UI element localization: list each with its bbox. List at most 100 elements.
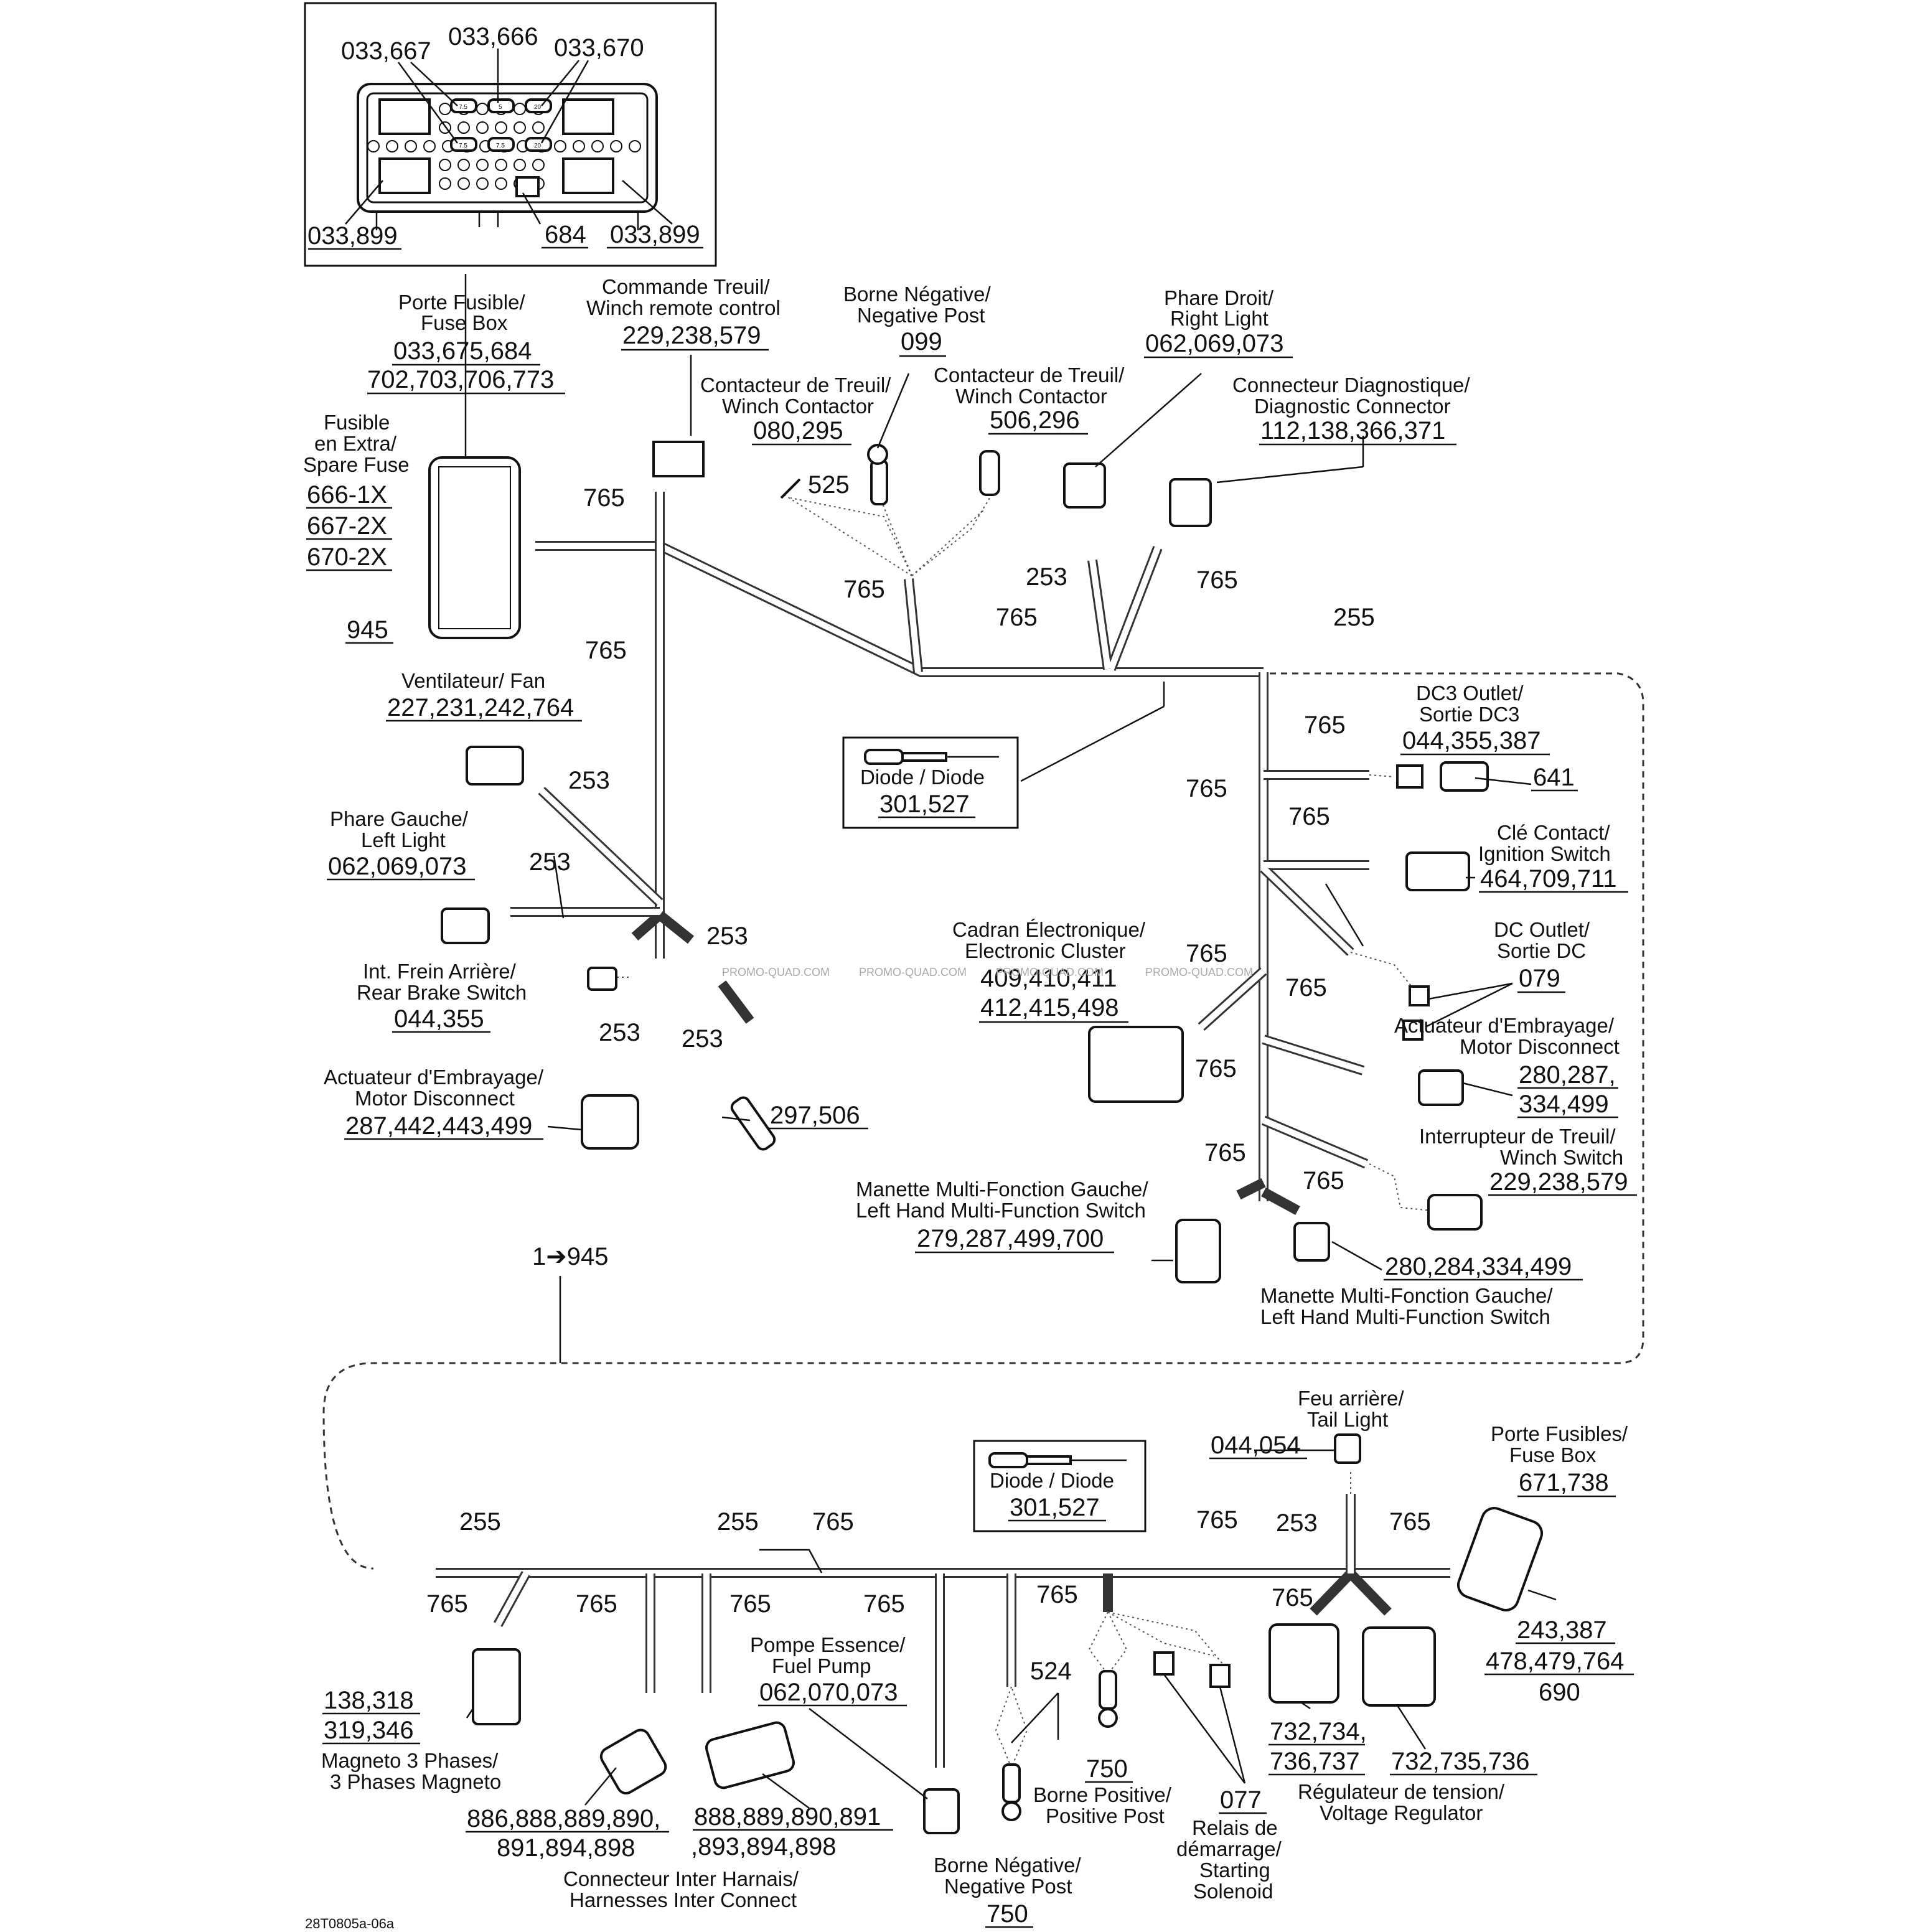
winch-switch-connector <box>1427 1194 1483 1231</box>
dc-outlet-fr: Sortie DC <box>1497 939 1586 962</box>
inter-conn-2-ref2: ,893,894,898 <box>691 1833 837 1860</box>
wire-765: 765 <box>729 1590 771 1618</box>
left-light-en: Left Light <box>361 828 446 851</box>
lead-297 <box>730 1096 776 1151</box>
leader-lines <box>464 274 1557 1809</box>
winch-switch-en: Winch Switch <box>1500 1146 1623 1169</box>
diode-ref: 301,527 <box>1010 1494 1100 1521</box>
label-945: 945 <box>347 616 388 644</box>
wire-765: 765 <box>843 576 885 603</box>
wire-leads-top <box>607 491 1432 1211</box>
wire-765: 765 <box>863 1590 905 1618</box>
neg-post-bottom-en: Negative Post <box>944 1875 1072 1898</box>
dc3-outlet-ref: 044,355,387 <box>1402 727 1540 754</box>
fusebox-bottom-fr: Porte Fusibles/ <box>1491 1422 1628 1445</box>
inter-conn-fr: Connecteur Inter Harnais/ <box>563 1867 799 1890</box>
neg-post-top-en: Negative Post <box>857 304 985 327</box>
break-reference: 1➔945 <box>532 1243 609 1270</box>
starter-relay-a <box>1153 1651 1175 1676</box>
wire-255: 255 <box>1333 604 1375 631</box>
winch-contactor-1-en: Winch Contactor <box>722 395 874 418</box>
wire-253: 253 <box>568 767 610 794</box>
spare-fuse-l3: Spare Fuse <box>303 453 410 476</box>
inter-conn-1-ref1: 886,888,889,890, <box>467 1805 660 1832</box>
fuel-pump-connector <box>923 1788 960 1834</box>
voltage-reg-fr: Régulateur de tension/ <box>1298 1780 1505 1803</box>
electronic-cluster-connector <box>1088 1026 1184 1103</box>
motor-disconnect-left <box>581 1094 639 1150</box>
right-light-fr: Phare Droit/ <box>1164 286 1274 309</box>
winch-remote-ref: 229,238,579 <box>622 322 761 349</box>
main-harness-bottom <box>436 1494 1450 1768</box>
diode-label: Diode / Diode <box>990 1469 1114 1492</box>
watermark: PROMO-QUAD.COM <box>1145 966 1253 978</box>
wire-525: 525 <box>808 471 850 499</box>
rear-brake-en: Rear Brake Switch <box>357 981 527 1004</box>
spare-fuse-l1: Fusible <box>324 411 390 434</box>
fusebox-bottom-ref1: 243,387 <box>1517 1616 1607 1644</box>
tail-light-fr: Feu arrière/ <box>1298 1387 1404 1410</box>
motor-disconnect-right-en: Motor Disconnect <box>1460 1035 1620 1058</box>
dc3-outlet-a <box>1396 764 1423 789</box>
inset-label-033899-left: 033,899 <box>307 222 398 250</box>
main-harness-top <box>322 492 1644 1570</box>
ignition-switch-connector <box>1405 851 1470 891</box>
winch-remote-en: Winch remote control <box>586 296 781 319</box>
fusebox-bottom-ref3: 690 <box>1539 1679 1580 1706</box>
winch-contactor-2-ref: 506,296 <box>990 406 1080 434</box>
fusebox-top-ref2: 702,703,706,773 <box>367 366 554 393</box>
motor-disconnect-left-ref: 287,442,443,499 <box>345 1112 532 1140</box>
wire-765: 765 <box>1195 1055 1237 1082</box>
starter-l4: Solenoid <box>1193 1880 1273 1903</box>
wire-765: 765 <box>1303 1167 1344 1194</box>
motor-disconnect-left-fr: Actuateur d'Embrayage/ <box>324 1066 544 1089</box>
diode-ref: 301,527 <box>879 790 970 818</box>
starter-ref: 077 <box>1220 1786 1262 1814</box>
winch-switch-ref: 229,238,579 <box>1489 1168 1628 1196</box>
motor-disconnect-right-ref1: 280,287, <box>1519 1061 1616 1089</box>
lh-switch-1-fr: Manette Multi-Fonction Gauche/ <box>856 1178 1148 1201</box>
fuse-value: 7.5 <box>459 143 467 149</box>
fuse-value: 20 <box>534 143 542 149</box>
lh-switch-connector-2 <box>1293 1222 1330 1262</box>
diagnostic-connector <box>1169 478 1212 527</box>
motor-disconnect-right-ref2: 334,499 <box>1519 1090 1609 1118</box>
voltage-reg-ref1: 732,734, <box>1270 1718 1367 1745</box>
left-light-connector <box>441 907 490 944</box>
spare-fuse-670: 670-2X <box>307 543 387 571</box>
inter-conn-1-ref2: 891,894,898 <box>497 1834 635 1862</box>
negative-post-top <box>870 459 888 505</box>
motor-disconnect-right-fr: Actuateur d'Embrayage/ <box>1394 1014 1615 1037</box>
reference-underlines <box>306 349 1637 1928</box>
wire-253: 253 <box>599 1019 640 1046</box>
cluster-fr: Cadran Électronique/ <box>952 918 1146 941</box>
wire-765: 765 <box>812 1508 854 1536</box>
magneto-fr: Magneto 3 Phases/ <box>321 1749 499 1772</box>
cluster-ref2: 412,415,498 <box>980 994 1118 1021</box>
magneto-connector <box>472 1648 521 1725</box>
winch-remote-fr: Commande Treuil/ <box>602 275 770 298</box>
tail-light-connector <box>1334 1433 1361 1464</box>
fuse-value: 7.5 <box>496 143 505 149</box>
wire-765: 765 <box>1389 1508 1431 1536</box>
wire-253: 253 <box>1026 563 1067 591</box>
diag-connector-fr: Connecteur Diagnostique/ <box>1232 373 1470 396</box>
fusebox-bottom-ref: 671,738 <box>1519 1469 1609 1496</box>
wire-765: 765 <box>585 637 627 664</box>
lh-switch-1-ref: 279,287,499,700 <box>917 1225 1104 1252</box>
dc3-outlet-fr: Sortie DC3 <box>1419 703 1519 726</box>
fuel-pump-fr: Pompe Essence/ <box>750 1633 906 1656</box>
cluster-en: Electronic Cluster <box>965 939 1126 962</box>
wire-765: 765 <box>1304 711 1346 739</box>
inter-conn-en: Harnesses Inter Connect <box>570 1888 797 1911</box>
wire-765: 765 <box>426 1590 468 1618</box>
diag-connector-ref: 112,138,366,371 <box>1260 417 1445 444</box>
right-light-en: Right Light <box>1170 307 1268 330</box>
right-light-ref: 062,069,073 <box>1145 330 1283 357</box>
lh-switch-1-en: Left Hand Multi-Function Switch <box>856 1199 1146 1222</box>
fan-label: Ventilateur/ Fan <box>401 669 545 692</box>
wire-524: 524 <box>1030 1658 1072 1685</box>
pos-post-fr: Borne Positive/ <box>1033 1783 1172 1806</box>
wire-765: 765 <box>583 484 625 512</box>
